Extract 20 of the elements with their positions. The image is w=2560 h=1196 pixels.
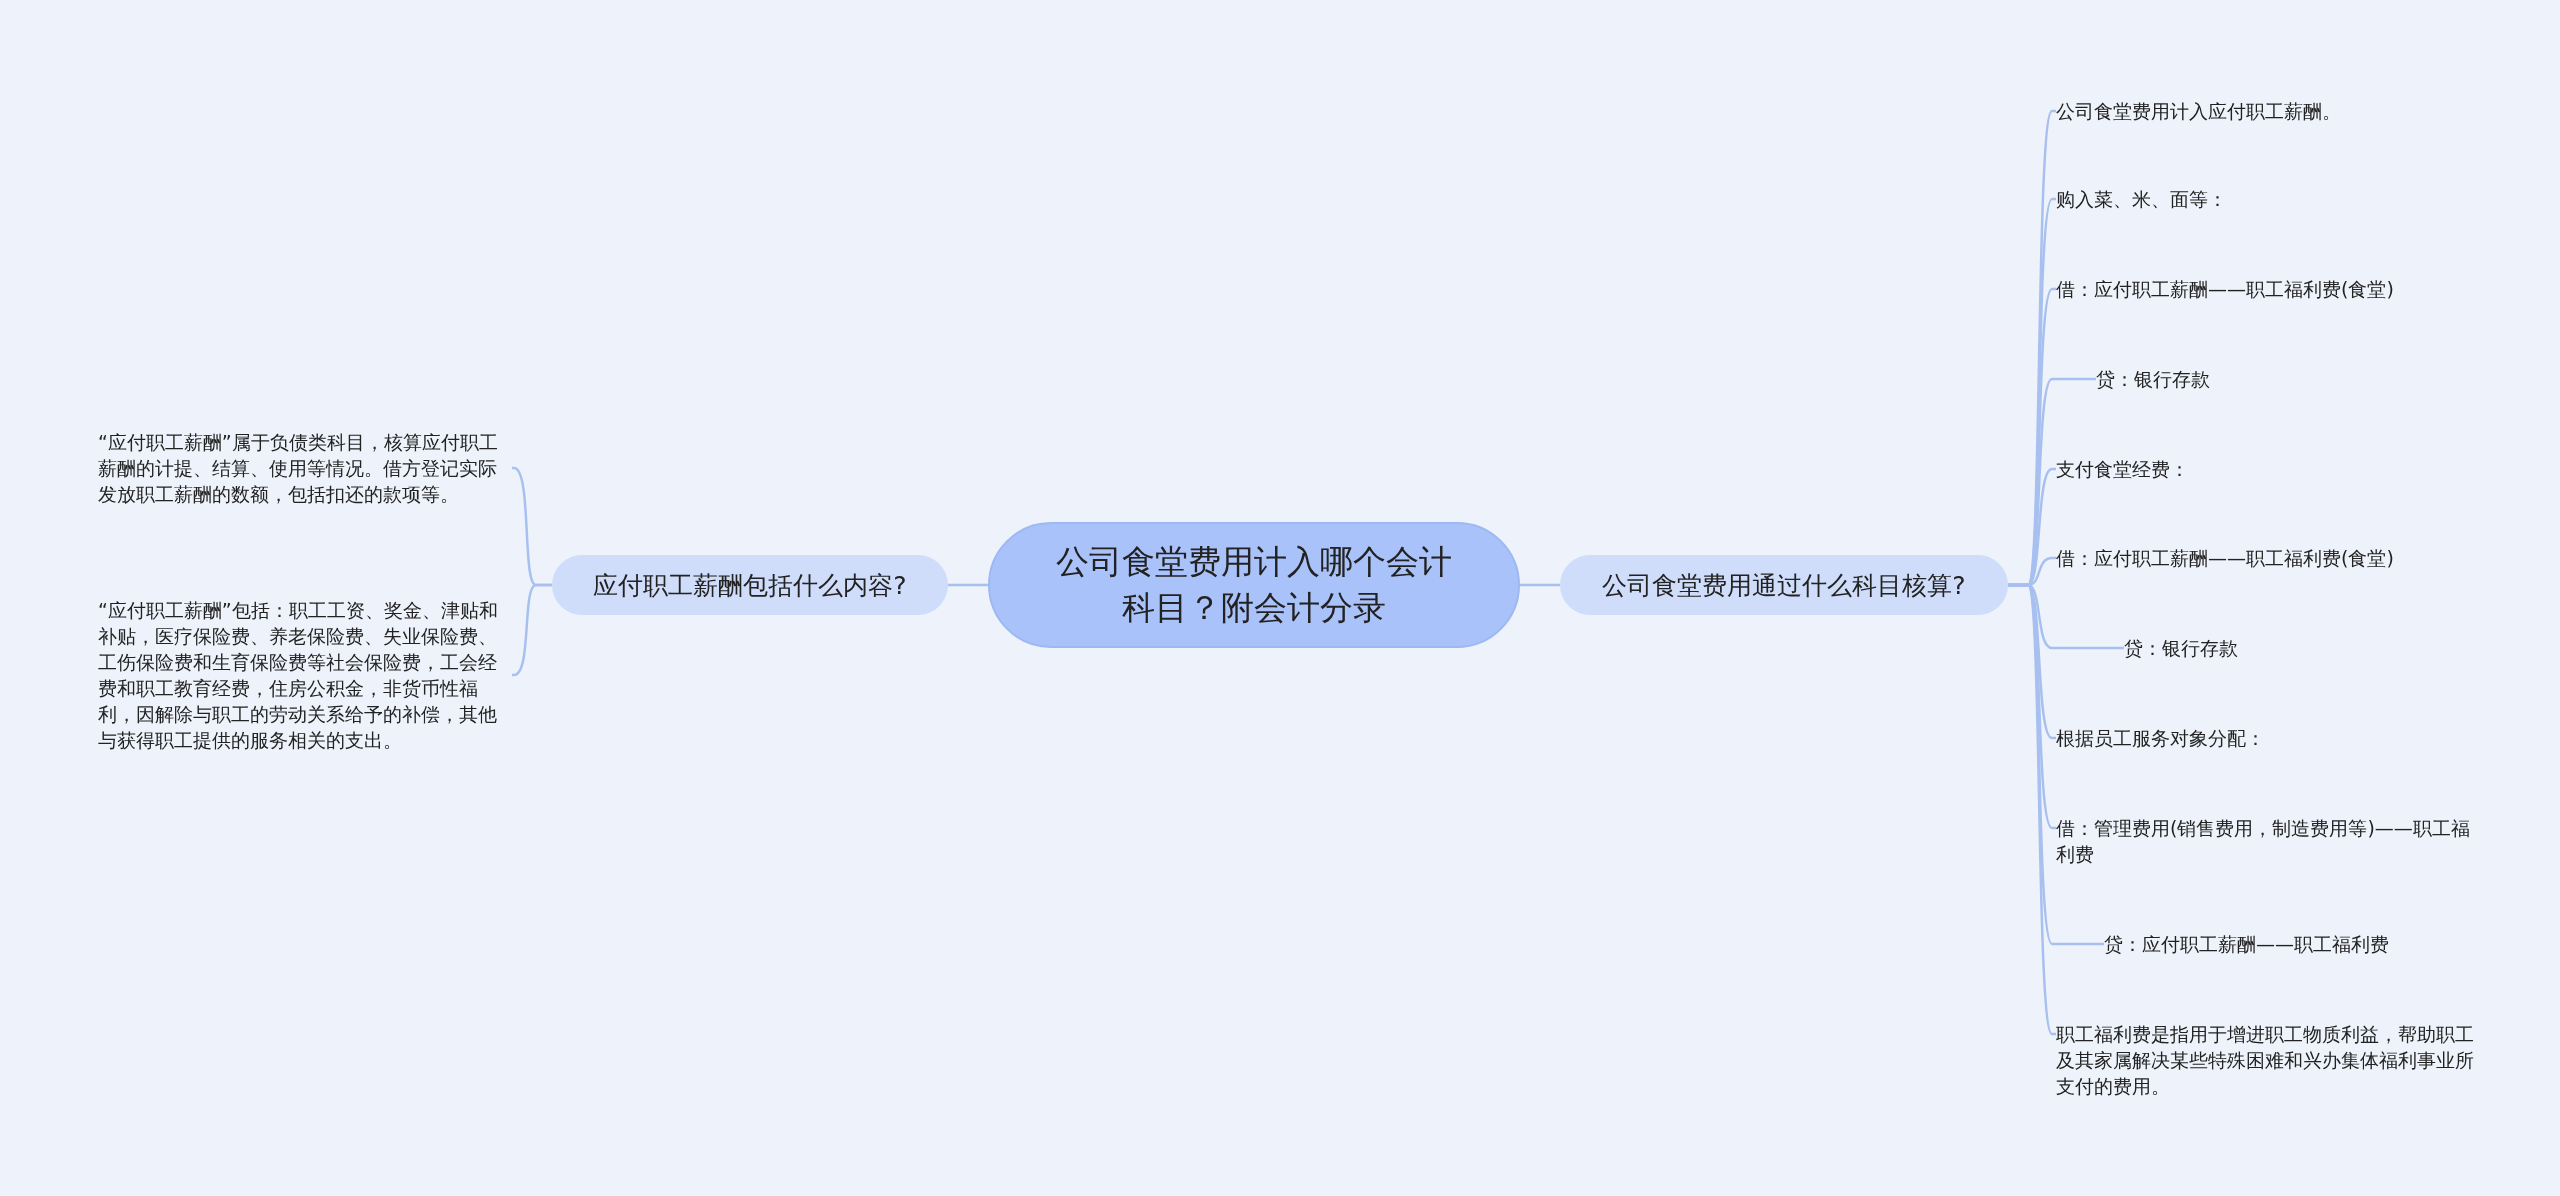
note-text: 购入菜、米、面等： xyxy=(2056,186,2227,212)
note-text: 贷：银行存款 xyxy=(2096,366,2210,392)
note-text: 借：管理费用(销售费用，制造费用等)——职工福利费 xyxy=(2056,815,2476,867)
note-text: 贷：应付职工薪酬——职工福利费 xyxy=(2104,931,2389,957)
note-text: 借：应付职工薪酬——职工福利费(食堂) xyxy=(2056,545,2394,571)
note-text: 公司食堂费用计入应付职工薪酬。 xyxy=(2056,98,2341,124)
note-text: 贷：银行存款 xyxy=(2124,635,2238,661)
note-text: 根据员工服务对象分配： xyxy=(2056,725,2265,751)
note-text: 借：应付职工薪酬——职工福利费(食堂) xyxy=(2056,276,2394,302)
connector-line xyxy=(948,583,988,587)
topic-box: 应付职工薪酬包括什么内容? xyxy=(552,555,948,615)
note-text: “应付职工薪酬”属于负债类科目，核算应付职工薪酬的计提、结算、使用等情况。借方登记实际发放职工薪酬的数额，包括扣还的款项等。 xyxy=(98,429,512,507)
note-text: 支付食堂经费： xyxy=(2056,456,2189,482)
connector-line xyxy=(2008,583,2057,1036)
connector-line xyxy=(1520,583,1560,587)
topic-box: 公司食堂费用通过什么科目核算? xyxy=(1560,555,2008,615)
note-text: 职工福利费是指用于增进职工物质利益，帮助职工及其家属解决某些特殊困难和兴办集体福利事业所支付的费用。 xyxy=(2056,1021,2476,1099)
root-topic-box: 公司食堂费用计入哪个会计科目？附会计分录 xyxy=(988,522,1520,648)
connector-line xyxy=(511,583,552,677)
note-text: “应付职工薪酬”包括：职工工资、奖金、津贴和补贴，医疗保险费、养老保险费、失业保险费、工伤保险费和生育保险费等社会保险费，工会经费和职工教育经费，住房公积金，非货币性福利，因解除与职工的劳动关系给予的补偿，其他与获得职工提供的服务相关的支出。 xyxy=(98,597,512,753)
